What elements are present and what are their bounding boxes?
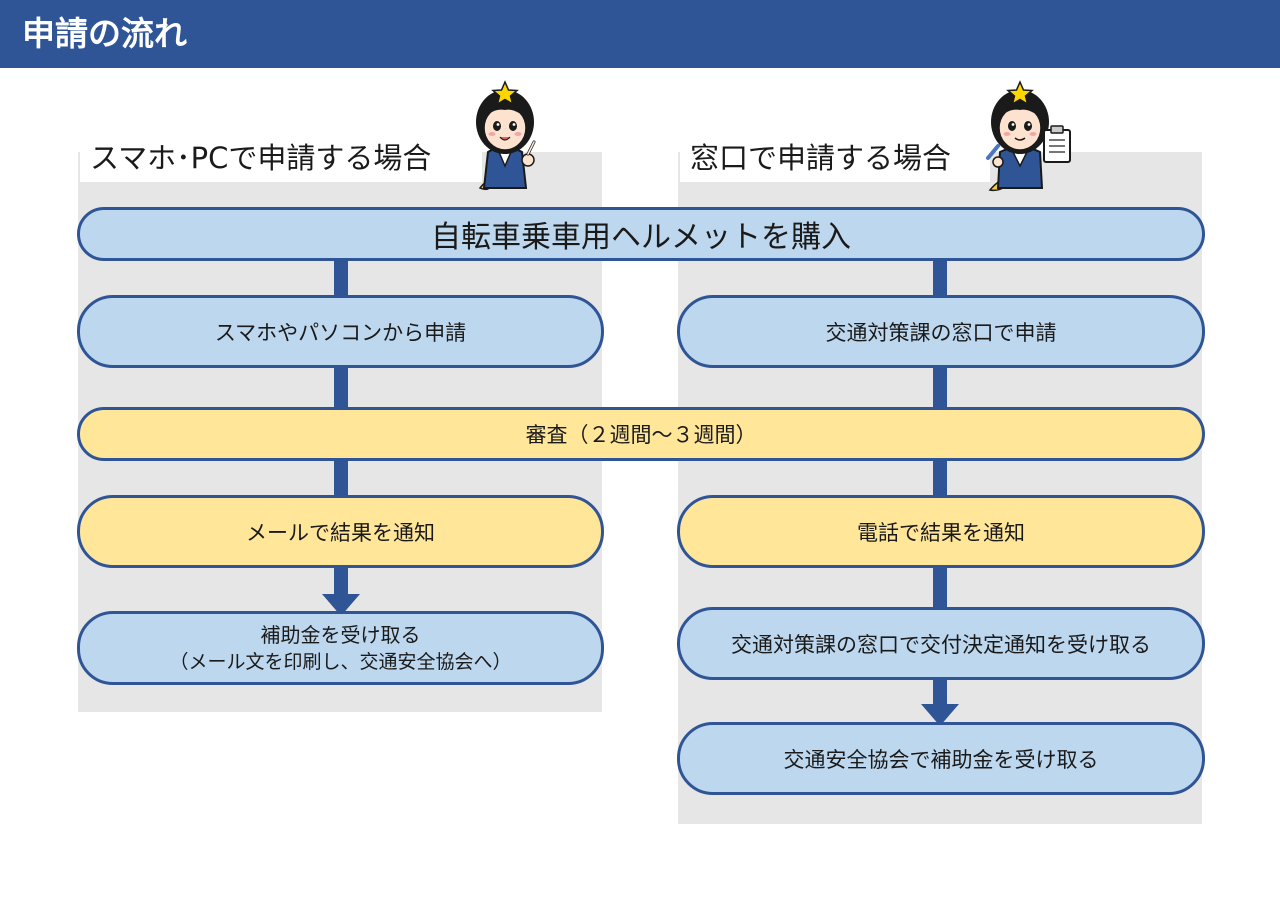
step-receive-decision-notice: 交通対策課の窓口で交付決定通知を受け取る: [677, 607, 1205, 680]
connector-bar: [334, 258, 348, 298]
online-lane-title: スマホ･PCで申請する場合: [80, 134, 482, 182]
mascot-illustration: [476, 80, 536, 191]
connector-bar: [933, 366, 947, 410]
connector-bar: [933, 258, 947, 298]
counter-lane-title: 窓口で申請する場合: [680, 134, 990, 182]
down-arrow: [322, 566, 360, 616]
step-receive-subsidy-label: 補助金を受け取る: [260, 623, 421, 647]
down-arrow: [921, 678, 959, 726]
step-email-notification: メールで結果を通知: [77, 495, 604, 568]
connector-bar: [933, 566, 947, 610]
step-receive-subsidy-counter: 交通安全協会で補助金を受け取る: [677, 722, 1205, 795]
step-phone-notification: 電話で結果を通知: [677, 495, 1205, 568]
connector-bar: [334, 459, 348, 497]
step-counter-application: 交通対策課の窓口で申請: [677, 295, 1205, 368]
connector-bar: [334, 366, 348, 410]
step-receive-subsidy-note: （メール文を印刷し、交通安全協会へ）: [169, 651, 512, 673]
page-title: 申請の流れ: [22, 14, 187, 53]
step-purchase-helmet: 自転車乗車用ヘルメットを購入: [77, 207, 1205, 261]
step-receive-subsidy-online: 補助金を受け取る （メール文を印刷し、交通安全協会へ）: [77, 611, 604, 685]
header-bar: 申請の流れ: [0, 0, 1280, 68]
connector-bar: [933, 459, 947, 497]
step-online-application: スマホやパソコンから申請: [77, 295, 604, 368]
step-review: 審査（２週間～３週間）: [77, 407, 1205, 461]
mascot-illustration: [986, 80, 1071, 192]
